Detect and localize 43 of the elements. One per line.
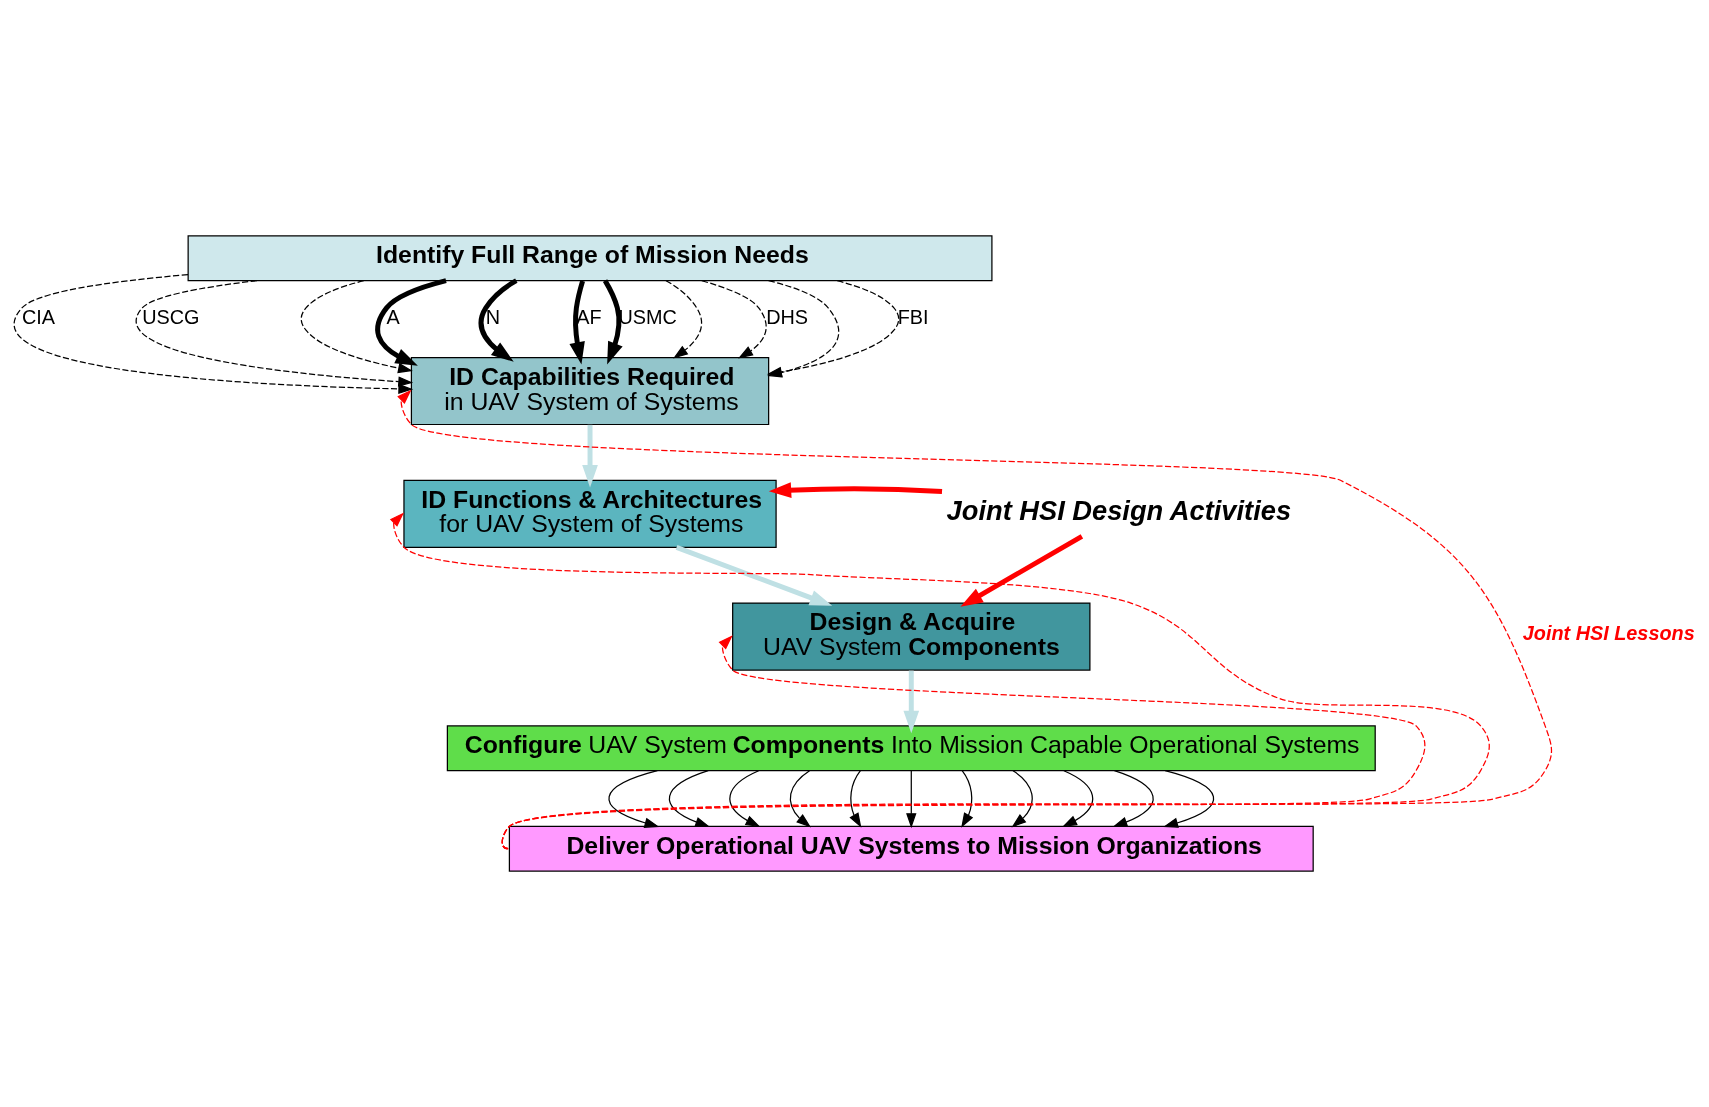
node-text: Joint HSI Design Activities: [946, 494, 1292, 526]
arrow: [903, 670, 920, 734]
arrow: [478, 278, 518, 362]
node-box: ID Functions & Architectures for UAV System of Systems: [403, 479, 777, 548]
edge-label: DHS: [766, 305, 809, 328]
arrow: [675, 545, 833, 606]
arrow: [397, 389, 1553, 850]
arrow: [608, 770, 660, 828]
arrow: [701, 280, 767, 359]
arrow: [1062, 770, 1094, 828]
node-box: ID Capabilities Required in UAV System of Systems: [410, 356, 770, 426]
node-box: Deliver Operational UAV Systems to Mission Organizations: [508, 825, 1314, 872]
arrow: [768, 482, 943, 498]
arrow: [669, 770, 711, 827]
arrow: [13, 274, 414, 395]
arrow: [849, 770, 862, 828]
edge-label: FBI: [897, 305, 929, 328]
arrow: [665, 280, 703, 359]
arrow: [961, 770, 974, 828]
arrow: [375, 278, 447, 366]
edge-label: N: [485, 305, 501, 328]
edge-label: A: [386, 305, 400, 328]
arrow: [1112, 770, 1154, 827]
arrow: [960, 534, 1084, 607]
arrow: [602, 279, 623, 365]
node-box: Identify Full Range of Mission Needs: [187, 235, 993, 282]
arrow: [501, 635, 1426, 850]
edge-label: Joint HSI Lessons: [1522, 622, 1695, 645]
arrow: [789, 770, 812, 828]
arrow: [1011, 770, 1033, 828]
arrow: [389, 512, 1490, 850]
edge-label: AF: [576, 305, 602, 328]
edge-label: USCG: [142, 305, 200, 328]
edge-label: CIA: [21, 305, 55, 328]
arrow: [569, 280, 585, 365]
node-box: Configure UAV System Components Into Mission Capable Operational Systems: [446, 725, 1376, 772]
node-box: Design & Acquire UAV System Components: [732, 602, 1091, 671]
arrow: [582, 424, 598, 488]
arrow: [135, 280, 414, 387]
arrow: [300, 280, 413, 374]
arrow: [729, 770, 761, 828]
arrow: [906, 770, 917, 829]
arrow: [1163, 770, 1215, 828]
